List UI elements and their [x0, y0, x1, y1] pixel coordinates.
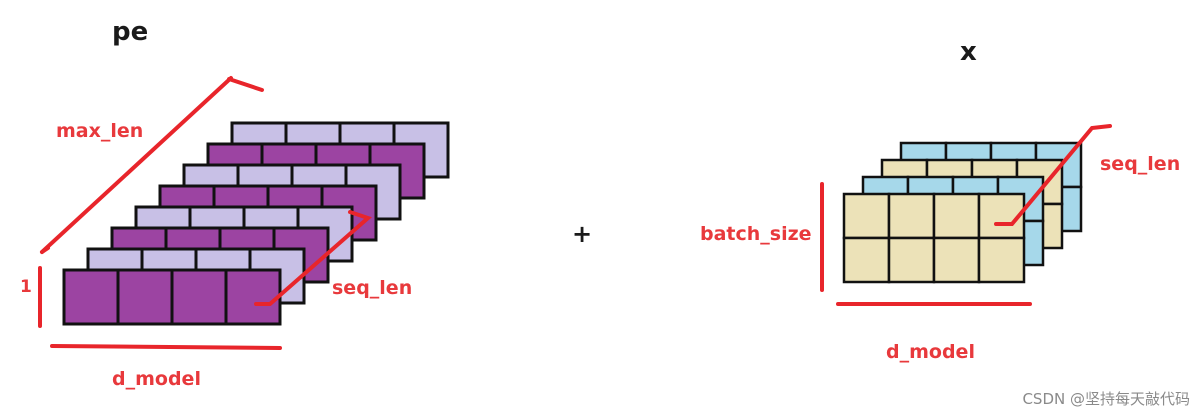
x-layer	[842, 192, 1026, 284]
x-cell	[977, 236, 1026, 284]
pe-d-model-marker	[50, 344, 282, 350]
pe-layer	[62, 268, 282, 326]
pe-cell	[170, 268, 228, 326]
watermark: CSDN @坚持每天敲代码	[1022, 390, 1190, 408]
pe-cell	[62, 268, 120, 326]
x-d-model-label: d_model	[886, 341, 975, 363]
x-cell	[887, 236, 936, 284]
batch-size-label: batch_size	[700, 223, 812, 245]
x-cell	[842, 236, 891, 284]
x-cell	[932, 236, 981, 284]
pe-cell	[224, 268, 282, 326]
pe-d-model-label: d_model	[112, 368, 201, 390]
plus-operator: +	[572, 220, 592, 248]
x-cell	[887, 192, 936, 240]
max-len-bracket	[40, 76, 264, 254]
x-cell	[932, 192, 981, 240]
x-tensor-stack	[842, 141, 1083, 284]
x-seq-len-marker	[994, 124, 1112, 226]
pe-title: pe	[112, 17, 148, 47]
max-len-label: max_len	[56, 120, 143, 142]
height-one-label: 1	[20, 277, 32, 297]
x-seq-len-label: seq_len	[1100, 153, 1180, 175]
pe-seq-len-label: seq_len	[332, 277, 412, 299]
x-title: x	[960, 37, 977, 67]
x-cell	[842, 192, 891, 240]
pe-seq-len-marker	[254, 210, 372, 306]
pe-cell	[116, 268, 174, 326]
